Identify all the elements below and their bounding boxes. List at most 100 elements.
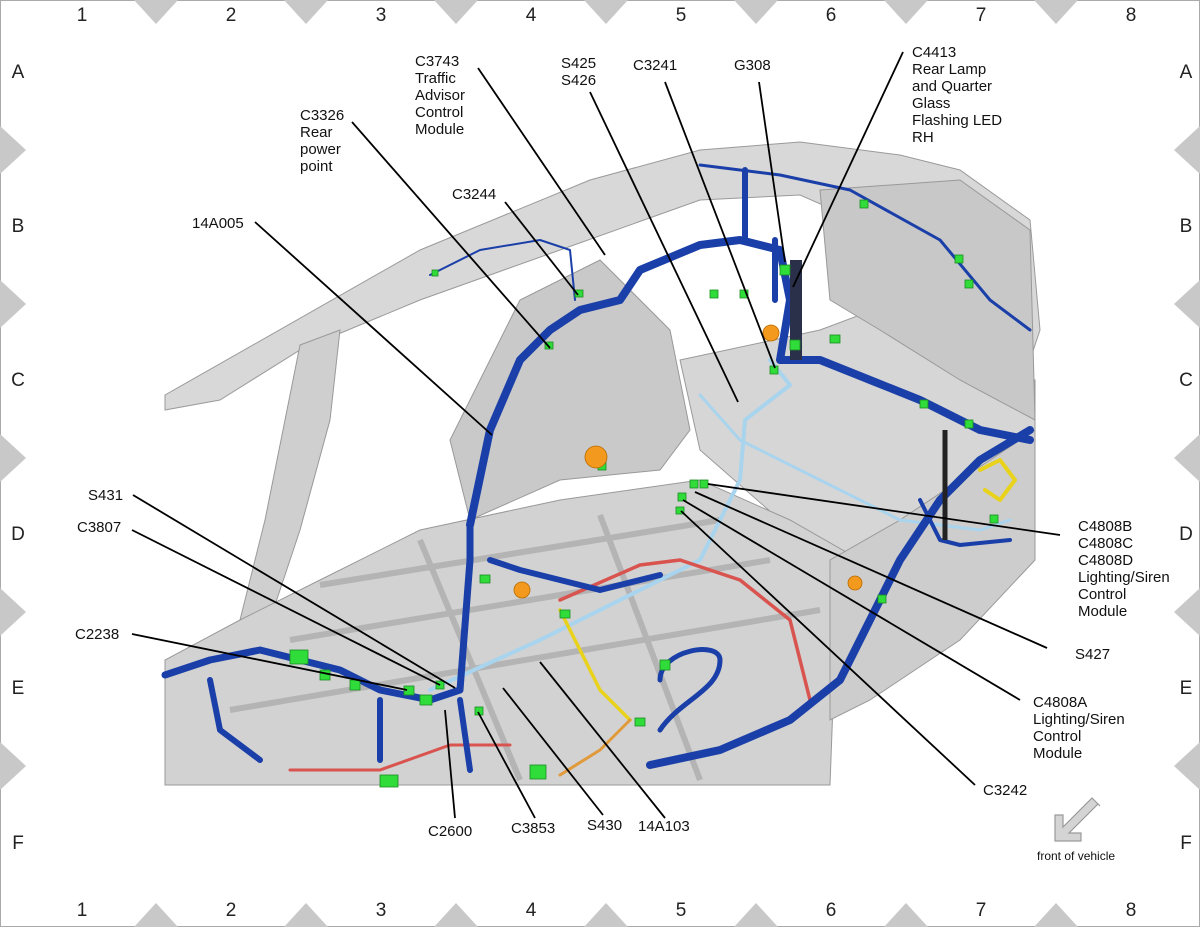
leader-14a005: [254, 221, 493, 436]
grid-col-8-bottom: 8: [1126, 900, 1137, 921]
orange-connector: [584, 445, 608, 469]
grid-row-b-left: B: [12, 216, 25, 237]
label-c3853: C3853: [511, 820, 555, 837]
connector: [479, 574, 491, 584]
label-g308: G308: [734, 57, 771, 74]
connector: [689, 479, 699, 489]
grid-row-labels-left: A B C D E F: [11, 62, 25, 854]
grid-col-1-top: 1: [77, 5, 88, 26]
connector: [779, 264, 791, 276]
grid-col-7-bottom: 7: [976, 900, 987, 921]
connector: [349, 679, 361, 691]
grid-row-d-left: D: [11, 524, 25, 545]
grid-col-7-top: 7: [976, 5, 987, 26]
label-s430: S430: [587, 817, 622, 834]
floor-pan: [164, 479, 861, 786]
leader-s425: [589, 91, 739, 403]
grid-marker-left: [0, 280, 26, 328]
grid-col-5-top: 5: [676, 5, 687, 26]
connector: [877, 594, 887, 604]
harness-main-dark-blue: [466, 236, 1034, 529]
leader-c3242: [680, 510, 976, 786]
leader-c3743: [477, 67, 606, 256]
grid-marker-top: [284, 0, 328, 24]
connector: [739, 289, 749, 299]
leader-c3326: [351, 121, 551, 349]
grid-col-5-bottom: 5: [676, 900, 687, 921]
grid-col-6-top: 6: [826, 5, 837, 26]
leader-c2600: [444, 709, 456, 819]
grid-col-3-top: 3: [376, 5, 387, 26]
grid-marker-left: [0, 742, 26, 790]
grid-marker-right: [1174, 588, 1200, 636]
connector: [919, 399, 929, 409]
grid-marker-bottom: [434, 903, 478, 927]
roof-rail: [164, 141, 1041, 411]
grid-marker-top: [884, 0, 928, 24]
grid-marker-bottom: [734, 903, 778, 927]
leader-s431: [132, 494, 456, 689]
arrow-icon: [1054, 797, 1101, 842]
grid-marker-right: [1174, 280, 1200, 328]
orange-connector: [762, 324, 780, 342]
grid-row-a-right: A: [1180, 62, 1193, 83]
connector: [989, 514, 999, 524]
grid-row-b-right: B: [1180, 216, 1193, 237]
label-s427: S427: [1075, 646, 1110, 663]
grid-marker-top: [434, 0, 478, 24]
grid-marker-bottom: [884, 903, 928, 927]
grid-marker-left: [0, 588, 26, 636]
grid-marker-left: [0, 434, 26, 482]
label-c2600: C2600: [428, 823, 472, 840]
grid-column-labels-top: 1 2 3 4 5 6 7 8: [77, 5, 1137, 26]
connector: [319, 669, 331, 681]
connector: [574, 289, 584, 298]
harness-light-blue-branch: [698, 393, 1012, 532]
connector: [829, 334, 841, 344]
label-c3326: C3326 Rear power point: [300, 107, 348, 175]
leader-c3241: [664, 81, 776, 369]
label-c3807: C3807: [77, 519, 121, 536]
harness-yellow-right: [978, 458, 1017, 502]
grid-col-3-bottom: 3: [376, 900, 387, 921]
grid-row-e-left: E: [12, 678, 25, 699]
grid-marker-left: [0, 126, 26, 174]
orange-connector: [513, 581, 531, 599]
grid-row-d-right: D: [1179, 524, 1193, 545]
grid-marker-bottom: [284, 903, 328, 927]
leader-c4808a: [682, 499, 1021, 701]
connector: [677, 492, 687, 502]
grid-col-4-top: 4: [526, 5, 537, 26]
grid-marker-bottom: [1034, 903, 1078, 927]
harness-light-blue: [428, 358, 792, 692]
grid-marker-top: [734, 0, 778, 24]
connector: [419, 694, 433, 706]
label-c4808a: C4808A Lighting/Siren Control Module: [1033, 694, 1129, 762]
harness-floor-loop: [657, 647, 723, 733]
connector: [431, 269, 439, 277]
leader-c3807: [131, 529, 441, 686]
connector: [379, 774, 399, 788]
leader-s427: [694, 491, 1048, 649]
connector: [954, 254, 964, 264]
cross-member: [229, 513, 821, 782]
grid-col-4-bottom: 4: [526, 900, 537, 921]
leader-s430: [502, 687, 604, 816]
harness-roof: [698, 163, 1032, 332]
grid-col-2-bottom: 2: [226, 900, 237, 921]
label-c3743: C3743 Traffic Advisor Control Module: [415, 53, 469, 138]
label-14a005: 14A005: [192, 215, 244, 232]
harness-red-lower: [288, 743, 512, 772]
grid-row-labels-right: A B C D E F: [1179, 62, 1193, 854]
grid-col-1-bottom: 1: [77, 900, 88, 921]
grid-marker-right: [1174, 126, 1200, 174]
label-c3242: C3242: [983, 782, 1027, 799]
c-pillar: [239, 329, 341, 621]
label-s431: S431: [88, 487, 123, 504]
harness-red: [558, 558, 812, 702]
grid-row-e-right: E: [1180, 678, 1193, 699]
orientation-label: front of vehicle: [1037, 849, 1115, 863]
rear-wheelhouse: [449, 259, 691, 521]
orange-connectors: [513, 324, 863, 599]
connector: [529, 764, 547, 780]
